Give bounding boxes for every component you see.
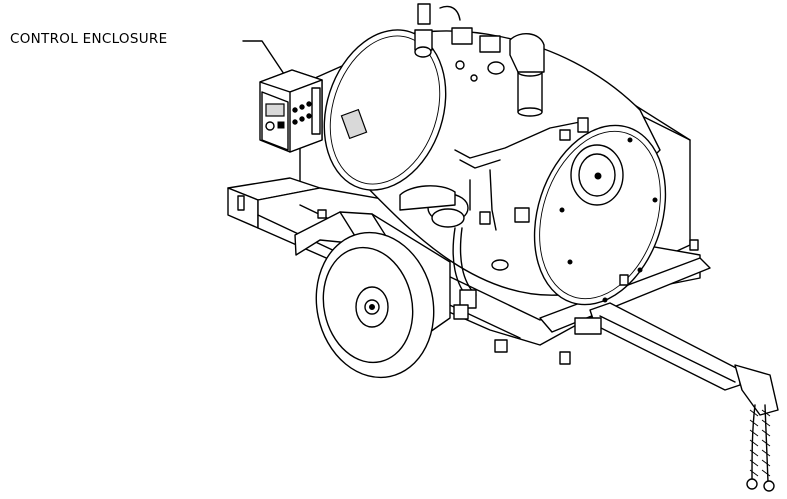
boiler-front-head	[533, 124, 667, 306]
trailer-tongue	[574, 302, 779, 416]
boiler-fittings	[340, 3, 545, 140]
control-enclosure-callout: CONTROL ENCLOSURE	[10, 31, 168, 47]
frame-brackets	[237, 195, 699, 320]
callout-leader-line	[242, 40, 285, 75]
control-enclosure	[259, 69, 323, 153]
safety-chains	[746, 404, 775, 492]
burner-piping	[399, 117, 589, 309]
trailer-wheel	[315, 231, 435, 379]
